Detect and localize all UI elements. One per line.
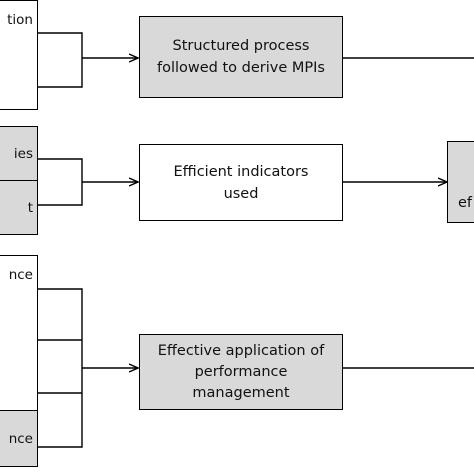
left-box-3-bottom-label: nce xyxy=(8,430,33,447)
right-box: ef xyxy=(447,141,474,223)
bracket-group-2 xyxy=(38,158,83,206)
effective-application-box: Effective application of performance man… xyxy=(139,334,343,410)
left-box-2-bottom: t xyxy=(0,180,38,235)
efficient-indicators-label: Efficient indicators used xyxy=(173,163,309,202)
structured-process-label: Structured process followed to derive MP… xyxy=(157,38,325,76)
left-box-3-bottom: nce xyxy=(0,410,38,467)
left-box-1-label: tion xyxy=(7,12,33,28)
right-box-label: ef xyxy=(458,195,473,211)
efficient-indicators-box: Efficient indicators used xyxy=(139,144,343,221)
left-box-2-top-label: ies xyxy=(13,145,33,162)
structured-process-box: Structured process followed to derive MP… xyxy=(139,16,343,98)
left-box-1: tion xyxy=(0,0,38,110)
left-box-3-top-label: nce xyxy=(8,267,33,283)
bracket-group-1 xyxy=(38,32,83,88)
left-box-2-top: ies xyxy=(0,126,38,181)
bracket-group-3 xyxy=(38,288,83,448)
effective-application-label: Effective application of performance man… xyxy=(157,342,325,401)
left-box-2-bottom-label: t xyxy=(27,199,33,216)
